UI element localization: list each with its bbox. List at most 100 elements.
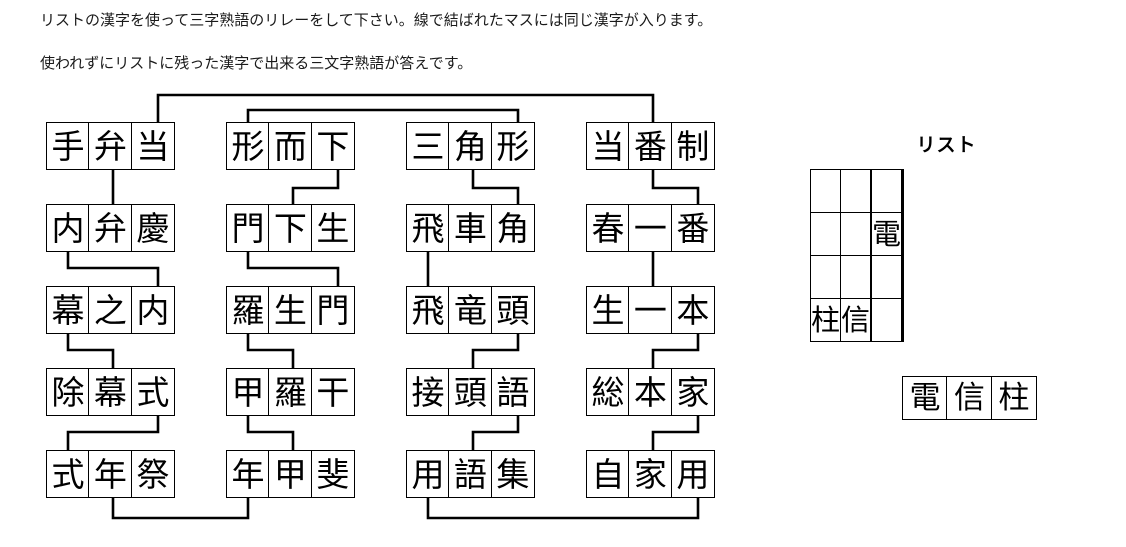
answer-word: 電 信 柱	[902, 376, 1037, 420]
list-cell[interactable]: 電	[871, 212, 903, 256]
instruction-line-2: 使われずにリストに残った漢字で出来る三文字熟語が答えです。	[40, 56, 473, 72]
word-row: 幕 之 内	[46, 286, 175, 334]
list-cell[interactable]	[902, 169, 905, 213]
board-cell[interactable]: 弁	[88, 122, 133, 170]
word-row: 総 本 家	[586, 368, 715, 416]
board-cell[interactable]: 家	[670, 368, 715, 416]
board-cell[interactable]: 本	[628, 368, 673, 416]
board-cell[interactable]: 門	[226, 204, 270, 252]
answer-cell[interactable]: 電	[902, 376, 948, 420]
word-row: 内 弁 慶	[46, 204, 175, 252]
board-cell[interactable]: 頭	[490, 286, 535, 334]
list-cell[interactable]	[809, 169, 842, 213]
board-cell[interactable]: 年	[88, 450, 133, 498]
board-cell[interactable]: 一	[628, 286, 673, 334]
word-row: 用 語 集	[406, 450, 535, 498]
board-cell[interactable]: 集	[490, 450, 535, 498]
word-row: 除 幕 式	[46, 368, 175, 416]
board-cell[interactable]: 下	[268, 204, 313, 252]
board-cell[interactable]: 三	[406, 122, 450, 170]
board-cell[interactable]: 之	[88, 286, 133, 334]
board-cell[interactable]: 幕	[88, 368, 133, 416]
board-cell[interactable]: 形	[226, 122, 270, 170]
board-cell[interactable]: 生	[586, 286, 630, 334]
word-row: 門 下 生	[226, 204, 355, 252]
board-cell[interactable]: 頭	[448, 368, 493, 416]
board-cell[interactable]: 自	[586, 450, 630, 498]
wire-c2-r3-r4	[246, 334, 295, 368]
board-cell[interactable]: 制	[670, 122, 715, 170]
board-cell[interactable]: 用	[406, 450, 450, 498]
list-cell[interactable]	[809, 212, 842, 256]
board-cell[interactable]: 一	[628, 204, 673, 252]
board-cell[interactable]: 春	[586, 204, 630, 252]
board-cell[interactable]: 当	[586, 122, 630, 170]
word-row: 羅 生 門	[226, 286, 355, 334]
board-cell[interactable]: 当	[130, 122, 175, 170]
list-cell[interactable]	[871, 169, 903, 213]
board-cell[interactable]: 祭	[130, 450, 175, 498]
list-title: リスト	[916, 134, 977, 156]
board-cell[interactable]: 斐	[310, 450, 355, 498]
board-cell[interactable]: 内	[130, 286, 175, 334]
word-row: 手 弁 当	[46, 122, 175, 170]
board-cell[interactable]: 手	[46, 122, 90, 170]
word-row: 年 甲 斐	[226, 450, 355, 498]
kanji-list-grid: 電 柱 信	[809, 169, 905, 342]
board-cell[interactable]: 用	[670, 450, 715, 498]
wire-c2-r2-r3	[246, 252, 340, 286]
board-cell[interactable]: 角	[448, 122, 493, 170]
board-cell[interactable]: 形	[490, 122, 535, 170]
list-cell[interactable]	[871, 298, 903, 342]
list-cell[interactable]	[840, 169, 872, 213]
board-cell[interactable]: 生	[310, 204, 355, 252]
list-cell[interactable]: 柱	[809, 298, 842, 342]
board-cell[interactable]: 車	[448, 204, 493, 252]
board-cell[interactable]: 羅	[268, 368, 313, 416]
board-cell[interactable]: 飛	[406, 204, 450, 252]
board-cell[interactable]: 語	[448, 450, 493, 498]
list-cell[interactable]	[840, 255, 872, 299]
list-cell[interactable]	[809, 255, 842, 299]
board-cell[interactable]: 本	[670, 286, 715, 334]
board-cell[interactable]: 甲	[268, 450, 313, 498]
list-cell[interactable]	[902, 255, 905, 299]
board-cell[interactable]: 式	[46, 450, 90, 498]
board-cell[interactable]: 門	[310, 286, 355, 334]
board-cell[interactable]: 式	[130, 368, 175, 416]
board-cell[interactable]: 飛	[406, 286, 450, 334]
board-cell[interactable]: 干	[310, 368, 355, 416]
board-cell[interactable]: 甲	[226, 368, 270, 416]
list-cell[interactable]: 信	[840, 298, 872, 342]
answer-cell[interactable]: 柱	[990, 376, 1037, 420]
word-row: 形 而 下	[226, 122, 355, 170]
board-cell[interactable]: 弁	[88, 204, 133, 252]
board-cell[interactable]: 羅	[226, 286, 270, 334]
list-cell[interactable]	[840, 212, 872, 256]
board-cell[interactable]: 接	[406, 368, 450, 416]
answer-cell[interactable]: 信	[946, 376, 993, 420]
board-cell[interactable]: 慶	[130, 204, 175, 252]
wire-c1-r3-r4	[66, 334, 115, 368]
board-cell[interactable]: 幕	[46, 286, 90, 334]
wire-c3-r4-r5	[471, 416, 520, 450]
list-cell[interactable]	[871, 255, 903, 299]
board-cell[interactable]: 語	[490, 368, 535, 416]
board-cell[interactable]: 下	[310, 122, 355, 170]
wire-c2-r1-r2	[291, 170, 340, 204]
list-cell[interactable]	[902, 298, 905, 342]
board-cell[interactable]: 番	[628, 122, 673, 170]
board-cell[interactable]: 除	[46, 368, 90, 416]
board-cell[interactable]: 番	[670, 204, 715, 252]
board-cell[interactable]: 年	[226, 450, 270, 498]
board-cell[interactable]: 内	[46, 204, 90, 252]
board-cell[interactable]: 竜	[448, 286, 493, 334]
board-cell[interactable]: 家	[628, 450, 673, 498]
board-cell[interactable]: 而	[268, 122, 313, 170]
board-cell[interactable]: 角	[490, 204, 535, 252]
list-cell[interactable]	[902, 212, 905, 256]
board-cell[interactable]: 総	[586, 368, 630, 416]
word-row: 式 年 祭	[46, 450, 175, 498]
board-cell[interactable]: 生	[268, 286, 313, 334]
